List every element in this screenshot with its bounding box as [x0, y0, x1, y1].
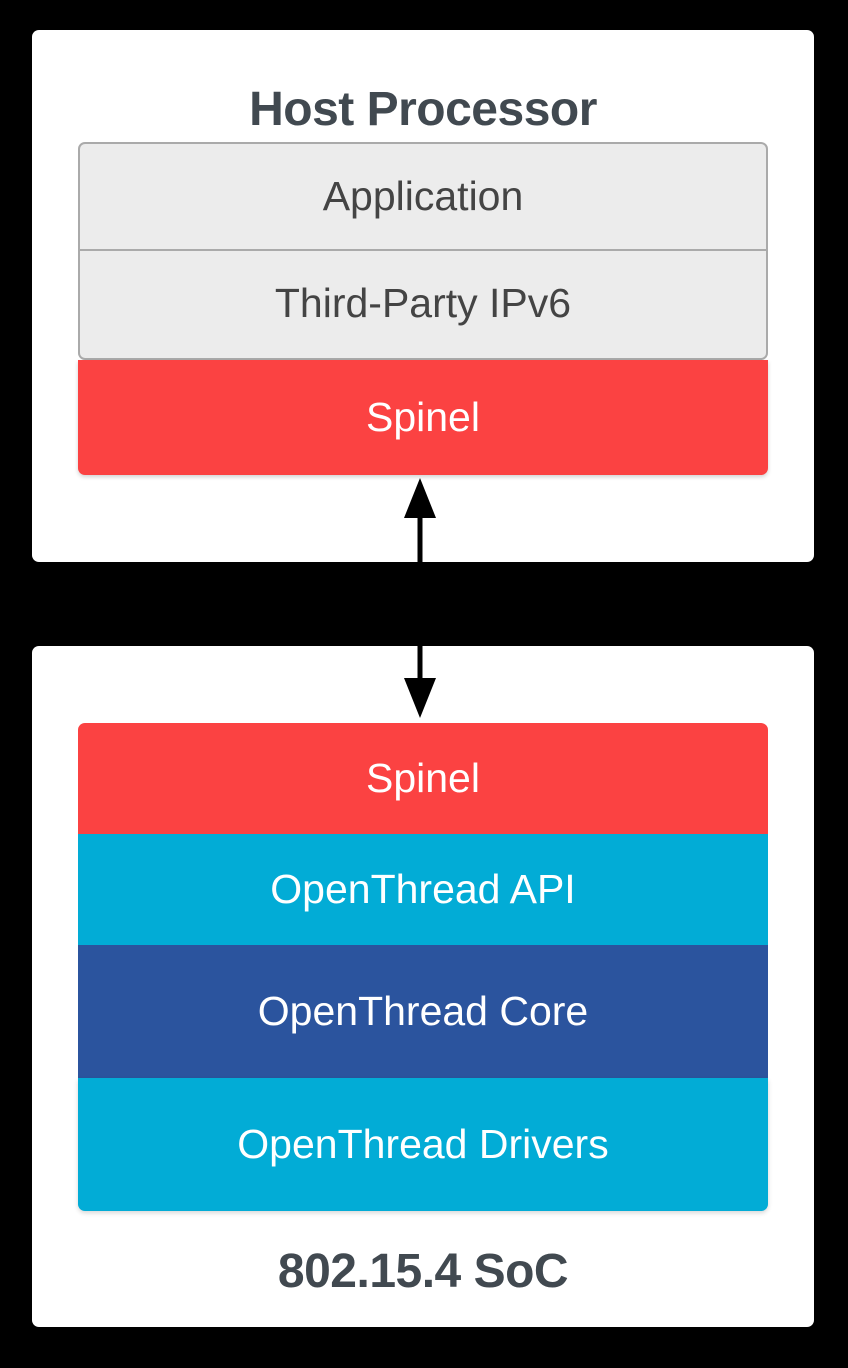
host-processor-title: Host Processor — [249, 83, 597, 136]
layer-openthread-core-label: OpenThread Core — [257, 988, 589, 1034]
layer-spinel-host[interactable]: Spinel — [78, 360, 768, 475]
layer-openthread-drivers-label: OpenThread Drivers — [237, 1121, 609, 1167]
host-layer-stack: Application Third-Party IPv6 Spinel — [78, 142, 768, 475]
layer-spinel-soc-label: Spinel — [366, 755, 480, 801]
layer-openthread-core[interactable]: OpenThread Core — [78, 945, 768, 1078]
layer-third-party-ipv6-label: Third-Party IPv6 — [274, 280, 572, 326]
soc-title: 802.15.4 SoC — [277, 1245, 569, 1298]
layer-openthread-api-label: OpenThread API — [270, 866, 576, 912]
layer-third-party-ipv6[interactable]: Third-Party IPv6 — [78, 251, 768, 360]
layer-application[interactable]: Application — [78, 142, 768, 251]
layer-spinel-soc[interactable]: Spinel — [78, 723, 768, 834]
layer-openthread-api[interactable]: OpenThread API — [78, 834, 768, 945]
soc-layer-stack: Spinel OpenThread API OpenThread Core Op… — [78, 723, 768, 1211]
host-processor-panel: Host Processor Application Third-Party I… — [32, 30, 814, 562]
layer-application-label: Application — [322, 173, 524, 219]
layer-openthread-drivers[interactable]: OpenThread Drivers — [78, 1078, 768, 1211]
layer-spinel-host-label: Spinel — [366, 394, 480, 440]
soc-panel: Spinel OpenThread API OpenThread Core Op… — [32, 646, 814, 1327]
